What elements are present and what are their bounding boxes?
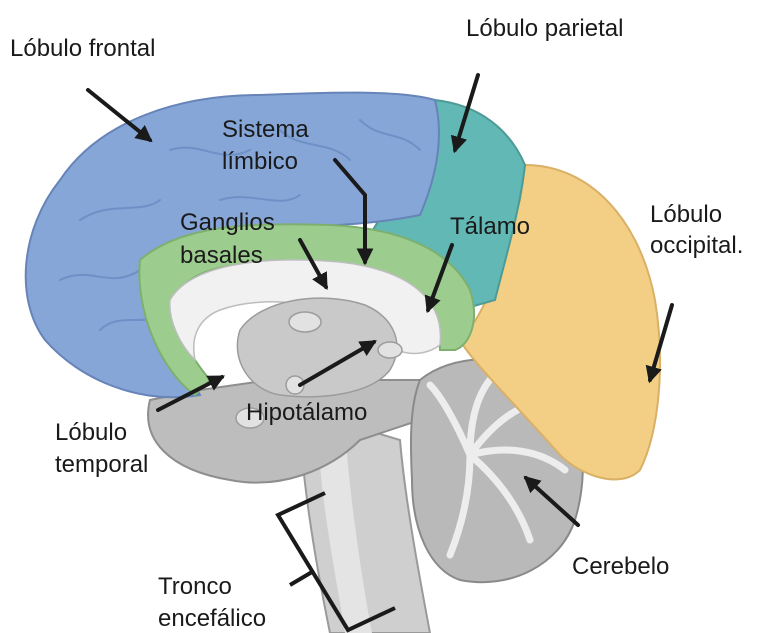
hypothalamus-body — [378, 342, 402, 358]
label-brainstem-line1: Tronco — [158, 573, 232, 600]
thalamus-nucleus — [289, 312, 321, 332]
label-occipital-line2: occipital. — [650, 232, 743, 259]
label-basal-line2: basales — [180, 242, 263, 269]
thalamus-region — [237, 298, 396, 397]
label-frontal-lobe: Lóbulo frontal — [10, 35, 155, 62]
label-basal-line1: Ganglios — [180, 209, 275, 236]
label-cerebellum: Cerebelo — [572, 553, 669, 580]
label-limbic-line2: límbico — [222, 148, 298, 175]
label-temporal-line2: temporal — [55, 451, 148, 478]
label-temporal-line1: Lóbulo — [55, 419, 127, 446]
brainstem-bracket-stem — [290, 572, 312, 585]
label-occipital-line1: Lóbulo — [650, 201, 722, 228]
label-hypothalamus: Hipotálamo — [246, 399, 367, 426]
label-limbic-line1: Sistema — [222, 116, 309, 143]
label-thalamus: Tálamo — [450, 213, 530, 240]
label-brainstem-line2: encefálico — [158, 605, 266, 632]
label-parietal-lobe: Lóbulo parietal — [466, 15, 623, 42]
